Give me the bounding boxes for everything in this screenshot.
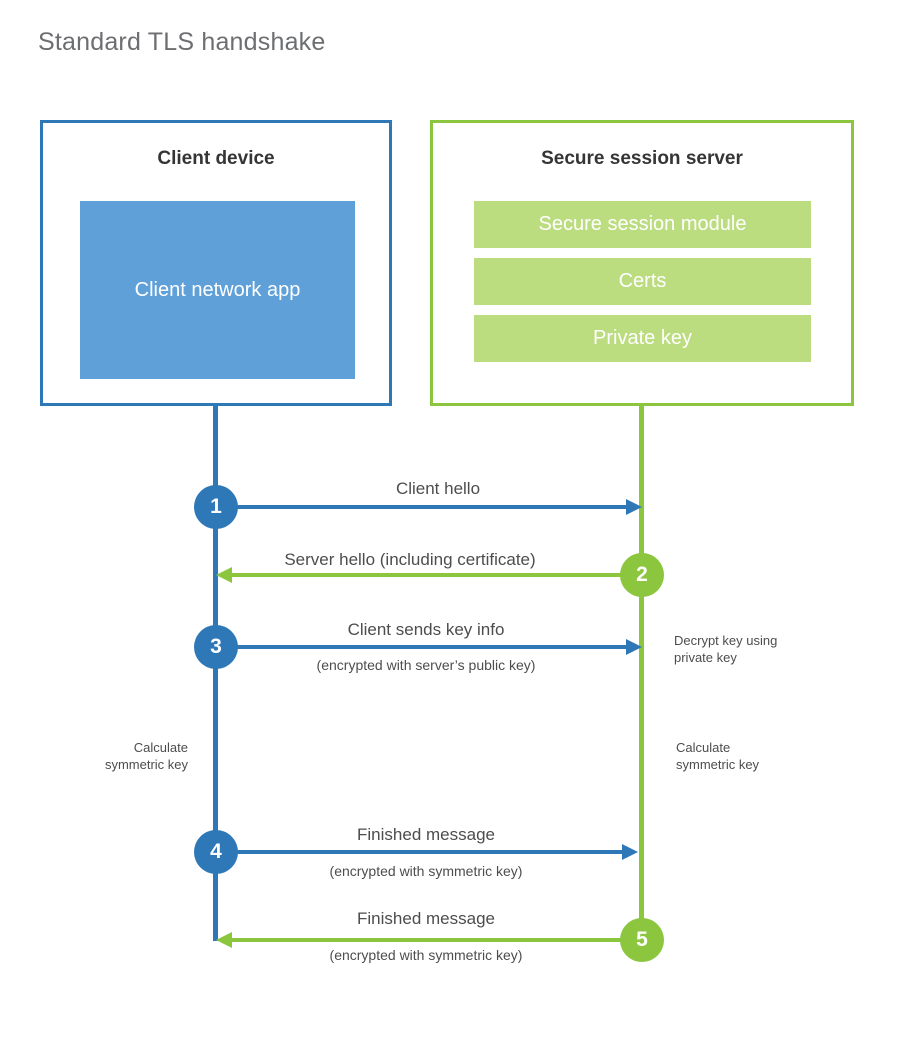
step-circle-5[interactable]: 5 bbox=[620, 918, 664, 962]
note-client-calc-line-1: Calculate bbox=[133, 740, 188, 755]
secure-session-server-box: Secure session server Secure session mod… bbox=[430, 120, 854, 406]
server-component-certs: Certs bbox=[474, 258, 811, 305]
message-sublabel-step-3: (encrypted with server’s public key) bbox=[316, 657, 536, 673]
server-component-private-key: Private key bbox=[474, 315, 811, 362]
arrow-step-4 bbox=[216, 844, 638, 860]
note-decrypt-key-line-1: Decrypt key using bbox=[674, 633, 778, 648]
client-device-box: Client device Client network app bbox=[40, 120, 392, 406]
note-client-calc-line-2: symmetric key bbox=[104, 757, 188, 772]
step-circle-1[interactable]: 1 bbox=[194, 485, 238, 529]
message-sublabel-step-4: (encrypted with symmetric key) bbox=[329, 863, 523, 879]
page-title: Standard TLS handshake bbox=[38, 28, 326, 56]
note-decrypt-key-line-2: private key bbox=[674, 650, 737, 665]
note-decrypt-key: Decrypt key using private key bbox=[674, 632, 854, 666]
arrow-step-5 bbox=[216, 932, 642, 948]
step-circle-3[interactable]: 3 bbox=[194, 625, 238, 669]
client-device-title: Client device bbox=[157, 148, 275, 169]
client-lifeline bbox=[213, 403, 218, 941]
server-components-list: Secure session module Certs Private key bbox=[474, 201, 811, 362]
message-label-step-1: Client hello bbox=[395, 479, 481, 498]
secure-session-server-title: Secure session server bbox=[541, 148, 743, 169]
step-circle-2[interactable]: 2 bbox=[620, 553, 664, 597]
note-server-calculate-symmetric-key: Calculate symmetric key bbox=[676, 739, 856, 773]
message-label-step-5: Finished message bbox=[357, 909, 495, 928]
message-sublabel-step-5: (encrypted with symmetric key) bbox=[329, 947, 523, 963]
note-client-calculate-symmetric-key: Calculate symmetric key bbox=[20, 739, 188, 773]
message-label-step-3: Client sends key info bbox=[347, 620, 505, 639]
step-circle-4[interactable]: 4 bbox=[194, 830, 238, 874]
note-server-calc-line-2: symmetric key bbox=[676, 757, 760, 772]
message-label-step-4: Finished message bbox=[357, 825, 495, 844]
server-lifeline bbox=[639, 403, 644, 939]
message-label-step-2: Server hello (including certificate) bbox=[284, 550, 536, 569]
arrow-step-1 bbox=[216, 499, 642, 515]
arrow-step-3 bbox=[216, 639, 642, 655]
note-server-calc-line-1: Calculate bbox=[676, 740, 731, 755]
server-component-secure-session-module: Secure session module bbox=[474, 201, 811, 248]
client-network-app-block: Client network app bbox=[80, 201, 355, 379]
